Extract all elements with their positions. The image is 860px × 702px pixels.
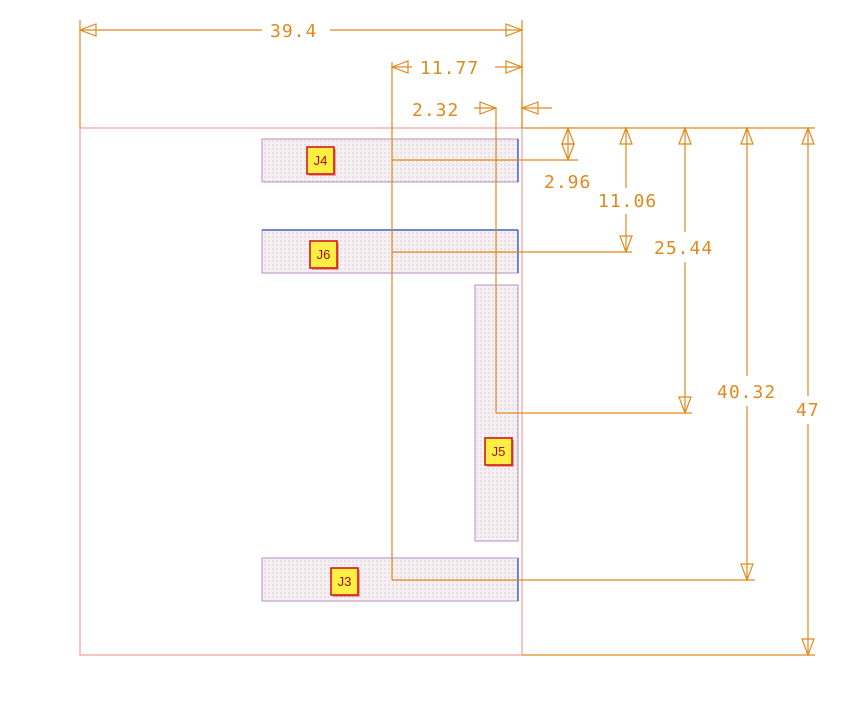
dim-board-width: 39.4 xyxy=(270,21,317,42)
dim-offset-x-edge: 2.32 xyxy=(412,100,459,121)
label-j5: J5 xyxy=(484,437,514,467)
dim-offset-y-j6: 11.06 xyxy=(598,191,657,212)
board-outline xyxy=(79,127,523,656)
dim-offset-y-j4: 2.96 xyxy=(544,172,591,193)
dim-board-height: 47 xyxy=(796,400,820,421)
dimension-lines xyxy=(78,20,815,657)
label-j6-text: J6 xyxy=(317,247,331,262)
label-j3-text: J3 xyxy=(338,574,352,589)
label-j3: J3 xyxy=(330,567,360,597)
dim-offset-y-j3: 40.32 xyxy=(717,382,776,403)
dim-offset-x-center: 11.77 xyxy=(420,58,479,79)
label-j4-text: J4 xyxy=(314,153,328,168)
label-j6: J6 xyxy=(309,240,339,270)
dim-offset-y-j5: 25.44 xyxy=(654,238,713,259)
label-j5-text: J5 xyxy=(492,444,506,459)
label-j4: J4 xyxy=(306,146,336,176)
